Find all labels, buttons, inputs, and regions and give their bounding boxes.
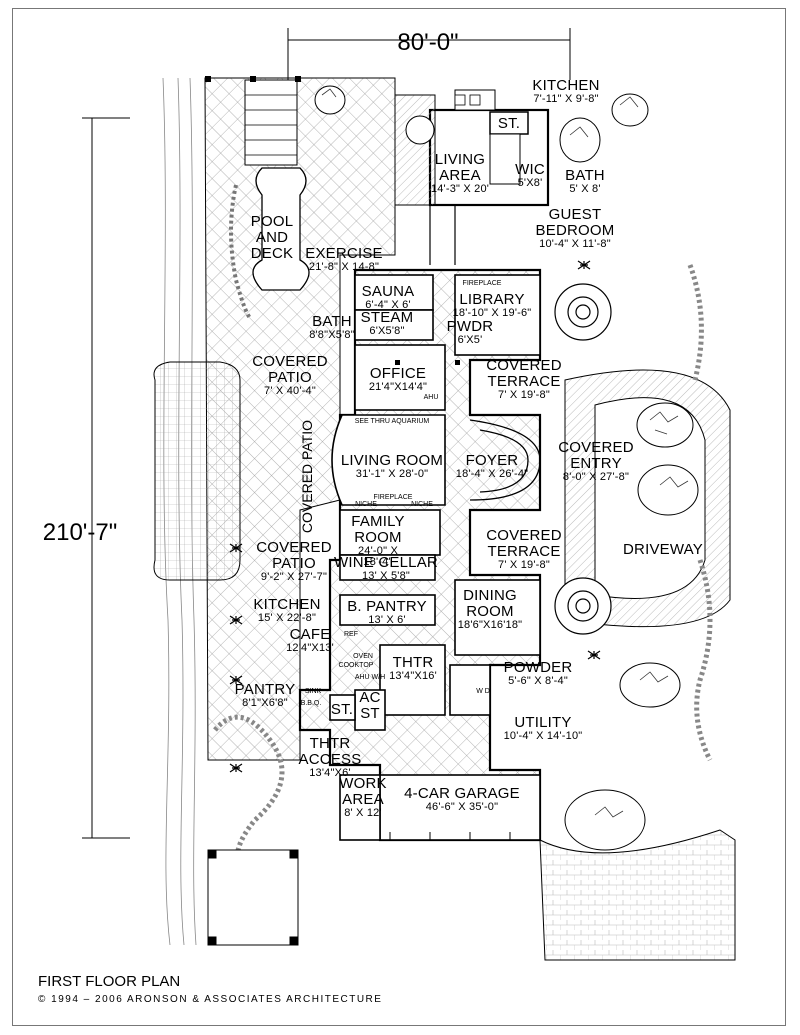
st-2-label: ST [360, 705, 380, 722]
copyright-notice: © 1994 – 2006 ARONSON & ASSOCIATES ARCHI… [38, 994, 383, 1005]
oval-deck [153, 361, 241, 581]
ahu-wh-label: AHU W/H [354, 674, 386, 681]
pergola-bottom [207, 849, 299, 946]
covered-patio-vertical-label: COVERED PATIO [299, 420, 315, 534]
fountain-bottom [554, 577, 612, 635]
fireplace-library-label: FIREPLACE [462, 280, 502, 287]
garden-path [213, 714, 285, 872]
width-dimension: 80'-0" [397, 29, 459, 56]
pool-label: POOL AND DECK [250, 213, 294, 262]
palm-trees [229, 260, 601, 773]
cooktop-label: COOKTOP [338, 662, 374, 669]
fireplace-family-label: FIREPLACE [373, 494, 413, 501]
fountain-top [554, 283, 612, 341]
ac-label: AC [359, 689, 381, 706]
sauna-room [354, 274, 434, 311]
depth-dimension-line [82, 117, 130, 839]
b-pantry-room [339, 594, 436, 626]
ref-label: REF [344, 631, 358, 638]
ac-room [354, 689, 386, 731]
width-dimension-line [287, 28, 571, 80]
drawing-frame [12, 8, 786, 1026]
oven-label: OVEN [353, 653, 373, 660]
st-1-label: ST. [330, 701, 354, 718]
thtr-room [379, 644, 446, 716]
living-room [331, 414, 446, 506]
sink-label: SINK [304, 688, 322, 695]
driveway-path [539, 829, 736, 961]
pool [252, 167, 310, 291]
niche-left-label: NICHE [355, 501, 377, 508]
pergola [244, 79, 298, 166]
utility-room [449, 664, 491, 716]
garage-room [379, 774, 541, 841]
st-guest-label: ST. [497, 115, 521, 132]
plan-title: FIRST FLOOR PLAN [38, 973, 181, 990]
st-room [329, 694, 356, 721]
wine-cellar-room [339, 554, 436, 581]
driveway-label: DRIVEWAY [623, 541, 703, 558]
family-room [339, 509, 441, 556]
dining-room [454, 579, 541, 656]
office-room [354, 344, 446, 411]
bbq-label: B.B.Q. [300, 700, 322, 707]
right-hedge [687, 264, 713, 762]
steam-room [354, 309, 434, 341]
foyer-stair [469, 419, 541, 501]
ahu-label: AHU [423, 394, 439, 401]
wd-label: W D [476, 688, 490, 695]
see-thru-aquarium-label: SEE THRU AQUARIUM [354, 418, 430, 425]
library-room [454, 274, 541, 356]
niche-right-label: NICHE [411, 501, 433, 508]
work-area-room [339, 774, 381, 841]
shoreline [162, 77, 197, 946]
depth-dimension: 210'-7" [42, 519, 118, 546]
